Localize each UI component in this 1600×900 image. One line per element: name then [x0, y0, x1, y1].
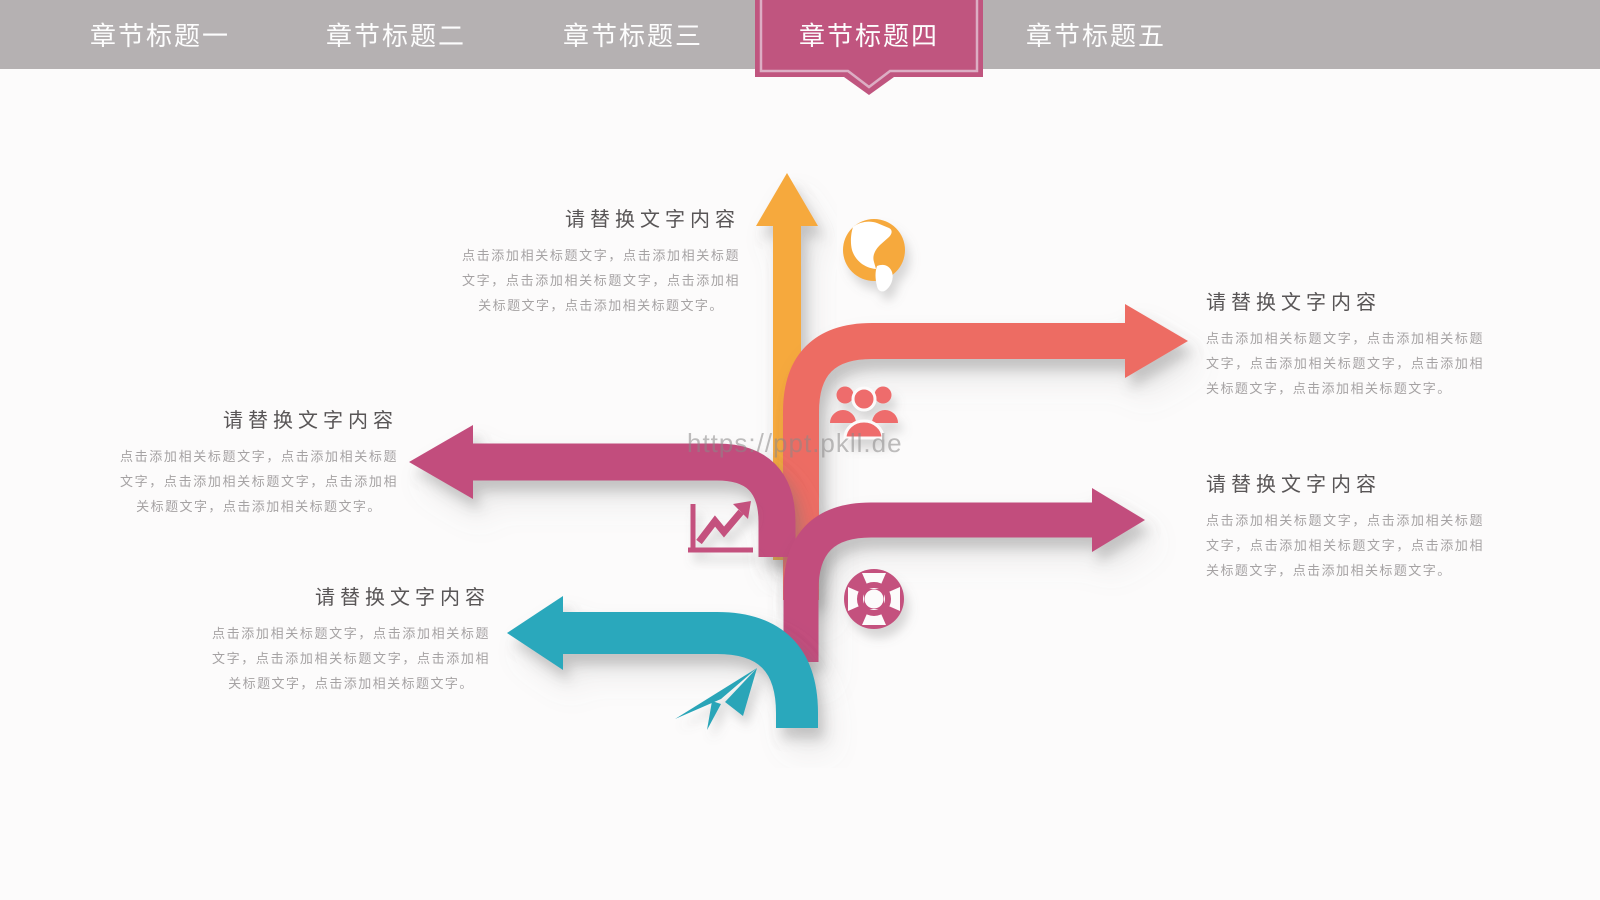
text-block-right-top: 请替换文字内容 点击添加相关标题文字，点击添加相关标题文字，点击添加相关标题文字…	[1206, 286, 1506, 401]
right-arrow-red	[783, 304, 1188, 600]
block-body: 点击添加相关标题文字，点击添加相关标题文字，点击添加相关标题文字，点击添加相关标…	[1206, 331, 1484, 396]
block-body: 点击添加相关标题文字，点击添加相关标题文字，点击添加相关标题文字，点击添加相关标…	[1206, 513, 1484, 578]
tab-section-4-active[interactable]: 章节标题四	[798, 21, 940, 51]
block-title: 请替换文字内容	[565, 209, 740, 231]
left-arrow-teal	[507, 596, 818, 728]
right-arrow-magenta	[783, 488, 1145, 662]
lifebuoy-icon	[844, 569, 904, 629]
block-title: 请替换文字内容	[315, 587, 490, 609]
text-block-left-middle: 请替换文字内容 点击添加相关标题文字，点击添加相关标题文字，点击添加相关标题文字…	[98, 404, 398, 519]
left-arrow-magenta	[409, 425, 796, 557]
block-body: 点击添加相关标题文字，点击添加相关标题文字，点击添加相关标题文字，点击添加相关标…	[120, 449, 398, 514]
text-block-top: 请替换文字内容 点击添加相关标题文字，点击添加相关标题文字，点击添加相关标题文字…	[440, 203, 740, 318]
tab-section-3[interactable]: 章节标题三	[562, 21, 704, 51]
globe-icon	[843, 219, 905, 292]
team-icon	[830, 386, 898, 440]
text-block-left-lower: 请替换文字内容 点击添加相关标题文字，点击添加相关标题文字，点击添加相关标题文字…	[190, 581, 490, 696]
text-block-right-lower: 请替换文字内容 点击添加相关标题文字，点击添加相关标题文字，点击添加相关标题文字…	[1206, 468, 1506, 583]
tab-section-2[interactable]: 章节标题二	[325, 21, 467, 51]
block-title: 请替换文字内容	[223, 410, 398, 432]
growth-chart-icon	[688, 501, 753, 553]
block-title: 请替换文字内容	[1206, 474, 1381, 496]
tab-section-1[interactable]: 章节标题一	[89, 21, 231, 51]
tab-section-5[interactable]: 章节标题五	[1025, 21, 1167, 51]
paper-plane-icon	[675, 668, 757, 730]
block-title: 请替换文字内容	[1206, 292, 1381, 314]
block-body: 点击添加相关标题文字，点击添加相关标题文字，点击添加相关标题文字，点击添加相关标…	[212, 626, 490, 691]
block-body: 点击添加相关标题文字，点击添加相关标题文字，点击添加相关标题文字，点击添加相关标…	[462, 248, 740, 313]
watermark-url: https://ppt.pkll.de	[687, 428, 903, 458]
